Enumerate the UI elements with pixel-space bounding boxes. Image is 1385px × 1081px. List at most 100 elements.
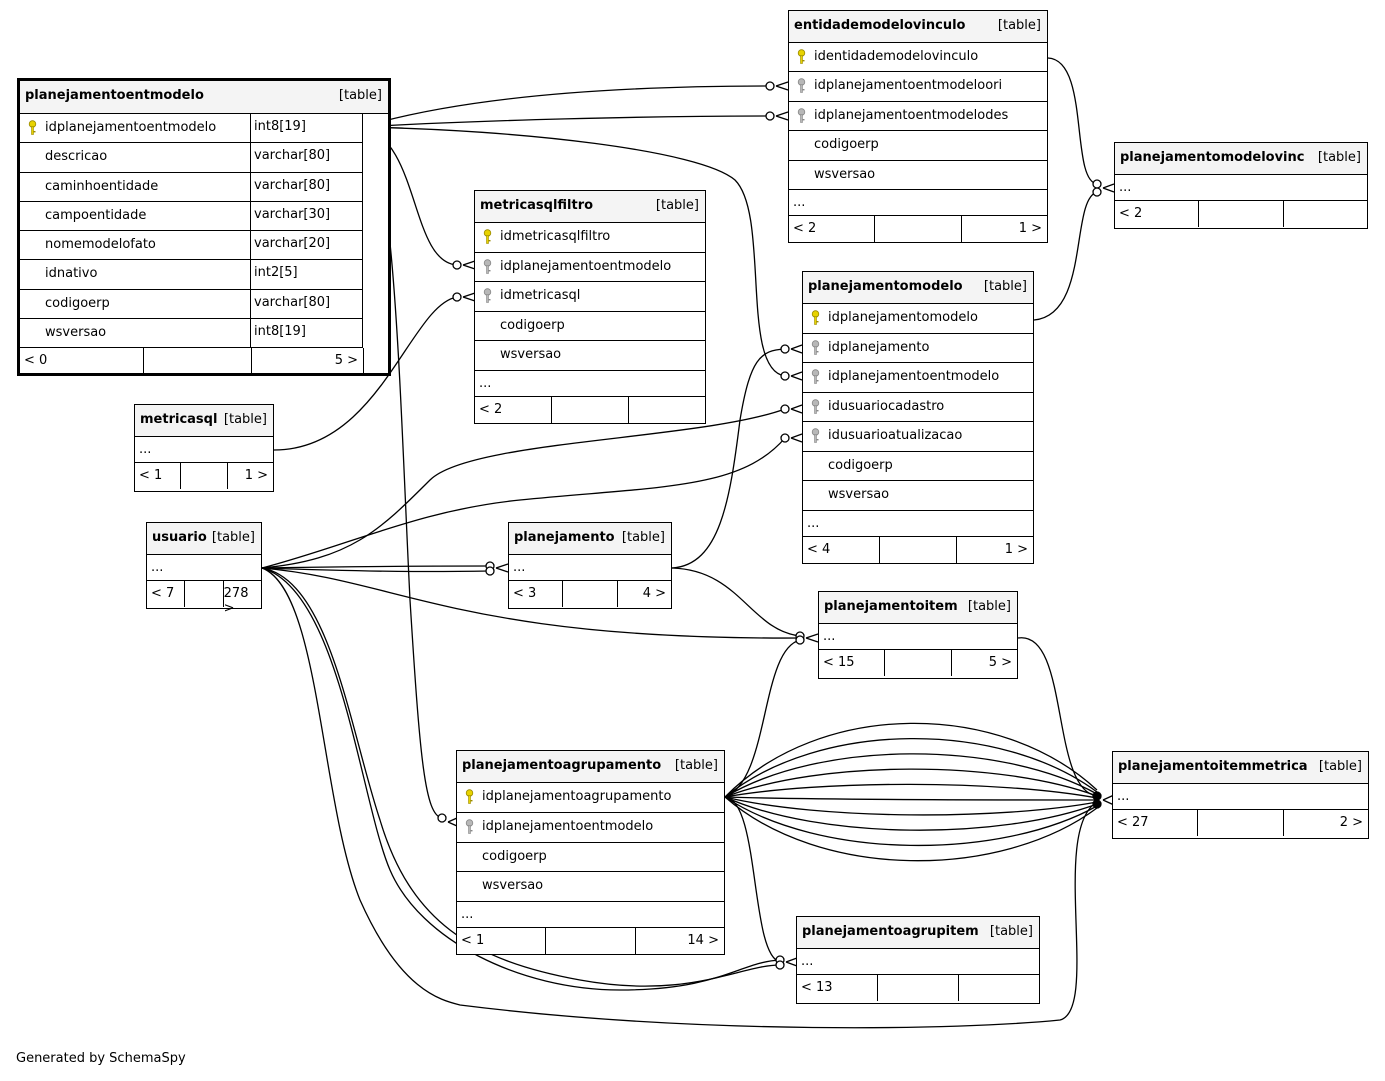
column-row[interactable]: codigoerp bbox=[457, 843, 724, 873]
footer-parents: 5 > bbox=[334, 353, 358, 369]
crowfoot bbox=[785, 957, 798, 967]
optional-marker bbox=[780, 433, 790, 443]
optional-marker bbox=[1092, 791, 1102, 801]
column-row[interactable]: idplanejamentoentmodelodes bbox=[789, 102, 1047, 132]
table-planejamentoentmodelo[interactable]: planejamentoentmodelo [table] idplanejam… bbox=[17, 78, 391, 376]
table-planejamentomodelovinc[interactable]: planejamentomodelovinc[table]...< 2 bbox=[1114, 142, 1368, 229]
table-name: usuario bbox=[152, 530, 207, 545]
column-name: nomemodelofato bbox=[45, 237, 156, 253]
footer-children: < 2 bbox=[479, 401, 503, 417]
footer-parents: 278 > bbox=[223, 586, 249, 616]
more-columns: ... bbox=[1115, 175, 1367, 201]
column-row[interactable]: idplanejamentoentmodelo bbox=[803, 363, 1033, 393]
column-row[interactable]: idusuariocadastro bbox=[803, 393, 1033, 423]
more-columns: ... bbox=[803, 511, 1033, 537]
foreign-key-icon bbox=[797, 108, 806, 124]
column-row[interactable]: identidademodelovinculo bbox=[789, 43, 1047, 73]
footer-children: < 3 bbox=[513, 586, 537, 601]
optional-marker bbox=[452, 292, 462, 302]
optional-marker bbox=[765, 81, 775, 91]
table-metricasqlfiltro[interactable]: metricasqlfiltro[table]idmetricasqlfiltr… bbox=[474, 190, 706, 424]
column-row[interactable]: idusuarioatualizacao bbox=[803, 422, 1033, 452]
column-row[interactable]: idmetricasql bbox=[475, 282, 705, 312]
column-row[interactable]: idplanejamentoentmodeloori bbox=[789, 72, 1047, 102]
table-name: planejamentomodelovinc bbox=[1120, 150, 1305, 165]
table-footer: < 3 4 > bbox=[509, 581, 671, 607]
column-name: wsversao bbox=[45, 325, 107, 341]
column-row[interactable]: idplanejamentoentmodelo bbox=[475, 253, 705, 283]
more-columns: ... bbox=[147, 555, 261, 581]
table-type: [table] bbox=[989, 924, 1033, 939]
primary-key-icon bbox=[483, 229, 492, 245]
primary-key-icon bbox=[811, 310, 820, 326]
column-row[interactable]: codigoerp bbox=[475, 312, 705, 342]
footer-children: < 0 bbox=[24, 353, 48, 369]
foreign-key-icon bbox=[483, 258, 492, 275]
optional-marker bbox=[765, 111, 775, 121]
optional-marker bbox=[780, 404, 790, 414]
column-name: idplanejamento bbox=[828, 339, 930, 355]
crowfoot bbox=[495, 563, 509, 573]
column-row[interactable]: codigoerp bbox=[789, 131, 1047, 161]
relation-line bbox=[361, 115, 771, 128]
column-name: idusuariocadastro bbox=[828, 398, 945, 414]
table-usuario[interactable]: usuario [table]... < 7 278 > bbox=[146, 522, 262, 616]
relation-line bbox=[261, 567, 781, 987]
relation-line bbox=[261, 408, 786, 569]
foreign-key-icon bbox=[483, 288, 492, 304]
footer-children: < 1 bbox=[461, 933, 485, 948]
table-header: entidademodelovinculo[table] bbox=[789, 11, 1047, 43]
relation-line bbox=[724, 796, 1098, 862]
foreign-key-icon bbox=[811, 428, 820, 444]
column-row[interactable]: wsversao bbox=[475, 341, 705, 371]
table-name: planejamentoitemmetrica bbox=[1118, 759, 1308, 774]
table-type: [table] bbox=[211, 530, 255, 545]
optional-marker bbox=[437, 813, 447, 823]
column-row[interactable]: idplanejamentomodelo bbox=[803, 304, 1033, 334]
table-planejamentoagrupamento[interactable]: planejamentoagrupamento[table]idplanejam… bbox=[456, 750, 725, 955]
more-columns: ... bbox=[819, 624, 1017, 650]
relation-line bbox=[724, 722, 1098, 798]
column-type: varchar[80] bbox=[250, 172, 330, 201]
table-entidademodelovinculo[interactable]: entidademodelovinculo[table]identidademo… bbox=[788, 10, 1048, 243]
table-name: planejamentoentmodelo bbox=[25, 88, 204, 103]
column-name: idplanejamentoentmodelo bbox=[828, 369, 1000, 385]
column-row[interactable]: idplanejamentoentmodelo bbox=[457, 813, 724, 843]
table-header: planejamentoitemmetrica[table] bbox=[1113, 752, 1368, 784]
relation-line bbox=[361, 126, 786, 377]
column-name: campoentidade bbox=[45, 207, 147, 223]
column-row[interactable]: wsversao bbox=[457, 872, 724, 902]
table-planejamentomodelo[interactable]: planejamentomodelo[table]idplanejamentom… bbox=[802, 271, 1034, 564]
column-row[interactable]: codigoerp bbox=[803, 452, 1033, 482]
column-row[interactable]: wsversao bbox=[803, 481, 1033, 511]
more-columns: ... bbox=[509, 555, 671, 581]
footer-parents: 4 > bbox=[642, 586, 666, 601]
relation-line bbox=[273, 296, 458, 451]
column-name: wsversao bbox=[482, 878, 544, 894]
column-name: idplanejamentoentmodelo bbox=[482, 818, 654, 834]
column-row[interactable]: wsversao bbox=[789, 161, 1047, 190]
table-header: planejamentomodelo[table] bbox=[803, 272, 1033, 304]
optional-marker bbox=[485, 566, 495, 576]
crowfoot bbox=[462, 260, 476, 270]
table-planejamentoagrupitem[interactable]: planejamentoagrupitem[table]...< 13 bbox=[796, 916, 1040, 1004]
column-row[interactable]: idplanejamento bbox=[803, 334, 1033, 364]
footer-children: < 4 bbox=[807, 541, 831, 557]
footer-children: < 7 bbox=[151, 586, 175, 601]
table-footer: < 2 bbox=[1115, 201, 1367, 227]
column-row[interactable]: idmetricasqlfiltro bbox=[475, 223, 705, 253]
column-row[interactable]: idplanejamentoagrupamento bbox=[457, 783, 724, 813]
